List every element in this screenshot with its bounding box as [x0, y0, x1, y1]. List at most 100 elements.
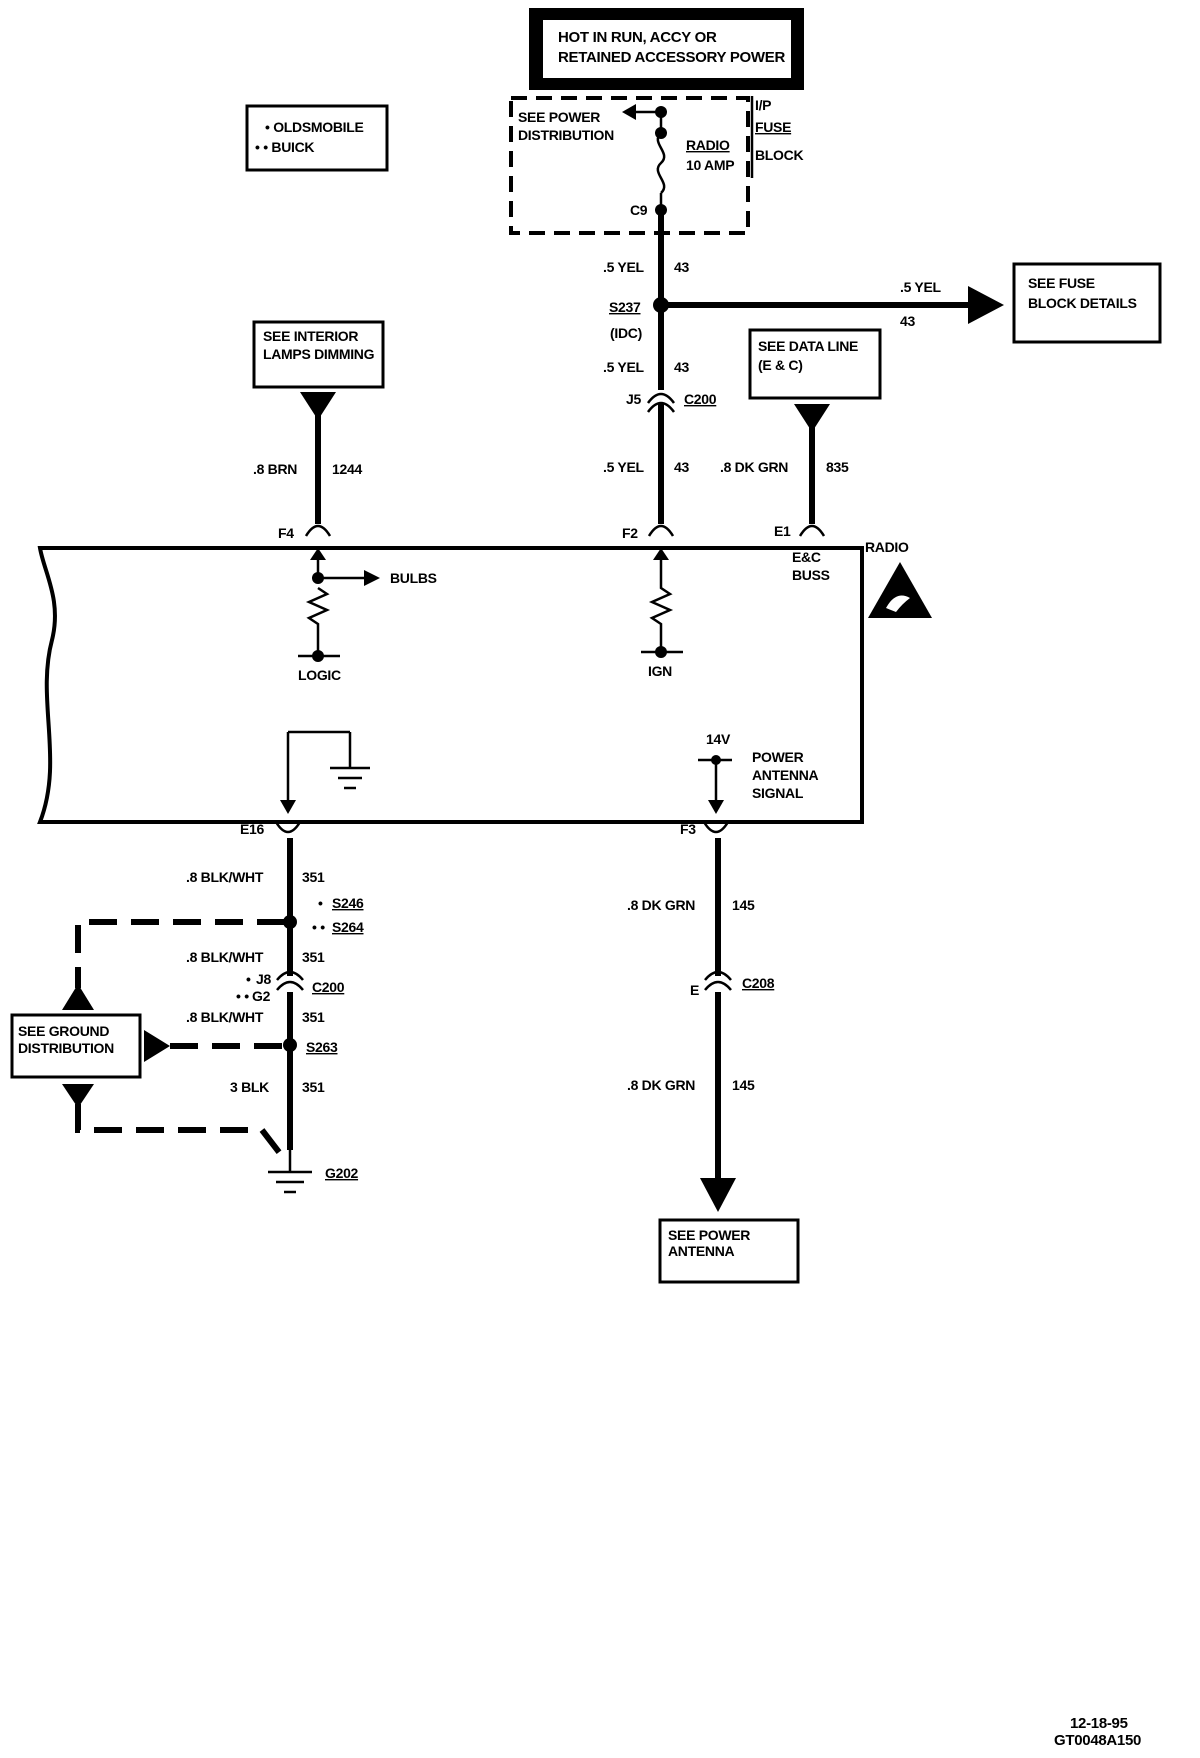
connector-c200-ground: C200 — [312, 979, 345, 995]
pin-f4: F4 — [278, 525, 294, 541]
j8-mark: • — [246, 971, 251, 987]
ground-circuit-2: 351 — [302, 949, 325, 965]
see-power-distribution-l2: DISTRIBUTION — [518, 127, 614, 143]
branch-circuit: 43 — [900, 313, 915, 329]
see-data-line-box: SEE DATA LINE (E & C) — [748, 328, 882, 400]
see-ground-l2: DISTRIBUTION — [18, 1040, 114, 1056]
see-interior-l2: LAMPS DIMMING — [263, 346, 375, 362]
wire-43-circuit-2: 43 — [674, 359, 689, 375]
arrow-down-icon — [794, 404, 830, 432]
antenna-circuit-2: 145 — [732, 1077, 755, 1093]
pin-e1: E1 — [774, 523, 791, 539]
connector-c9: C9 — [630, 202, 648, 218]
see-power-antenna-l1: SEE POWER — [668, 1227, 750, 1243]
antenna-gauge-2: .8 DK GRN — [627, 1077, 695, 1093]
power-source-line1: HOT IN RUN, ACCY OR — [558, 29, 717, 46]
fuse-icon — [656, 132, 666, 194]
power-source-box: HOT IN RUN, ACCY OR RETAINED ACCESSORY P… — [529, 8, 804, 90]
ec-buss-l1: E&C — [792, 549, 821, 565]
g2-mark: • • — [236, 988, 249, 1004]
power-antenna-signal-l3: SIGNAL — [752, 785, 804, 801]
connector-g2: G2 — [252, 988, 271, 1004]
splice-s263: S263 — [306, 1039, 338, 1055]
branch-gauge: .5 YEL — [900, 279, 941, 295]
wire-43-circuit-3: 43 — [674, 459, 689, 475]
pin-e16: E16 — [240, 821, 265, 837]
splice-s237: S237 — [609, 299, 641, 315]
see-data-line-l2: (E & C) — [758, 357, 803, 373]
wire-43-circuit-1: 43 — [674, 259, 689, 275]
ign-label: IGN — [648, 663, 672, 679]
ground-gauge-4: 3 BLK — [230, 1079, 269, 1095]
wire-835-gauge: .8 DK GRN — [720, 459, 788, 475]
connector-j5: J5 — [626, 391, 641, 407]
wire-1244-gauge: .8 BRN — [253, 461, 297, 477]
footer-code: GT0048A150 — [1054, 1732, 1141, 1749]
fuse-block: SEE POWER DISTRIBUTION I/P FUSE BLOCK RA… — [509, 96, 804, 235]
pin-f3: F3 — [680, 821, 696, 837]
see-power-antenna-l2: ANTENNA — [668, 1243, 735, 1259]
ground-circuit-4: 351 — [302, 1079, 325, 1095]
power-antenna-signal-l2: ANTENNA — [752, 767, 819, 783]
connector-c200: C200 — [684, 391, 717, 407]
s246-mark: • — [318, 895, 323, 911]
ground-gauge-1: .8 BLK/WHT — [186, 869, 264, 885]
arrow-left-icon — [622, 104, 636, 120]
radio-module: RADIO E&C BUSS BULBS LOGIC IGN 14 — [37, 539, 932, 824]
fuse-block-name-l1: I/P — [755, 97, 771, 113]
see-power-antenna-box: SEE POWER ANTENNA — [658, 1218, 800, 1284]
ground-gauge-2: .8 BLK/WHT — [186, 949, 264, 965]
fuse-radio-label: RADIO — [686, 137, 730, 153]
see-ground-distribution-box: SEE GROUND DISTRIBUTION — [10, 1013, 142, 1079]
bulbs-label: BULBS — [390, 570, 437, 586]
splice-idc: (IDC) — [610, 325, 642, 341]
logic-label: LOGIC — [298, 667, 341, 683]
ground-circuit-1: 351 — [302, 869, 325, 885]
legend-oldsmobile: • OLDSMOBILE — [265, 119, 364, 135]
power-source-line2: RETAINED ACCESSORY POWER — [558, 49, 785, 66]
arrow-right-icon — [144, 1030, 170, 1062]
antenna-circuit-1: 145 — [732, 897, 755, 913]
esd-warning-icon — [868, 562, 932, 618]
wire-43-gauge-1: .5 YEL — [603, 259, 644, 275]
ground-g202: G202 — [325, 1165, 359, 1181]
connector-e: E — [690, 982, 699, 998]
wire-1244-circuit: 1244 — [332, 461, 362, 477]
wire-43-gauge-3: .5 YEL — [603, 459, 644, 475]
v14-label: 14V — [706, 731, 731, 747]
fuse-rating-label: 10 AMP — [686, 157, 734, 173]
splice-s246: S246 — [332, 895, 364, 911]
arrow-right-icon — [968, 286, 1004, 324]
see-interior-lamps-box: SEE INTERIOR LAMPS DIMMING — [252, 320, 385, 389]
see-power-distribution-l1: SEE POWER — [518, 109, 600, 125]
see-fuse-details-l1: SEE FUSE — [1028, 275, 1095, 291]
ground-symbol-icon — [268, 1150, 312, 1194]
arrow-right-icon — [364, 570, 380, 586]
ground-circuit-3: 351 — [302, 1009, 325, 1025]
arrow-down-icon — [300, 392, 336, 420]
splice-s264: S264 — [332, 919, 364, 935]
ground-gauge-3: .8 BLK/WHT — [186, 1009, 264, 1025]
arrow-down-icon — [62, 1084, 94, 1108]
s264-mark: • • — [312, 919, 325, 935]
ec-buss-l2: BUSS — [792, 567, 830, 583]
see-fuse-block-details-box: SEE FUSE BLOCK DETAILS — [1012, 262, 1162, 344]
wire-43-gauge-2: .5 YEL — [603, 359, 644, 375]
wire-835-circuit: 835 — [826, 459, 849, 475]
arrow-down-icon — [700, 1178, 736, 1212]
connector-c208: C208 — [742, 975, 775, 991]
fuse-block-name-l2: FUSE — [755, 119, 791, 135]
radio-label: RADIO — [865, 539, 909, 555]
antenna-gauge-1: .8 DK GRN — [627, 897, 695, 913]
power-antenna-signal-l1: POWER — [752, 749, 804, 765]
legend-box: • OLDSMOBILE • • BUICK — [245, 104, 389, 172]
see-data-line-l1: SEE DATA LINE — [758, 338, 858, 354]
footer-date: 12-18-95 — [1070, 1715, 1128, 1732]
legend-buick: • • BUICK — [255, 139, 314, 155]
fuse-block-name-l3: BLOCK — [755, 147, 803, 163]
see-ground-l1: SEE GROUND — [18, 1023, 109, 1039]
pin-f2: F2 — [622, 525, 638, 541]
arrow-up-icon — [62, 984, 94, 1010]
see-interior-l1: SEE INTERIOR — [263, 328, 358, 344]
